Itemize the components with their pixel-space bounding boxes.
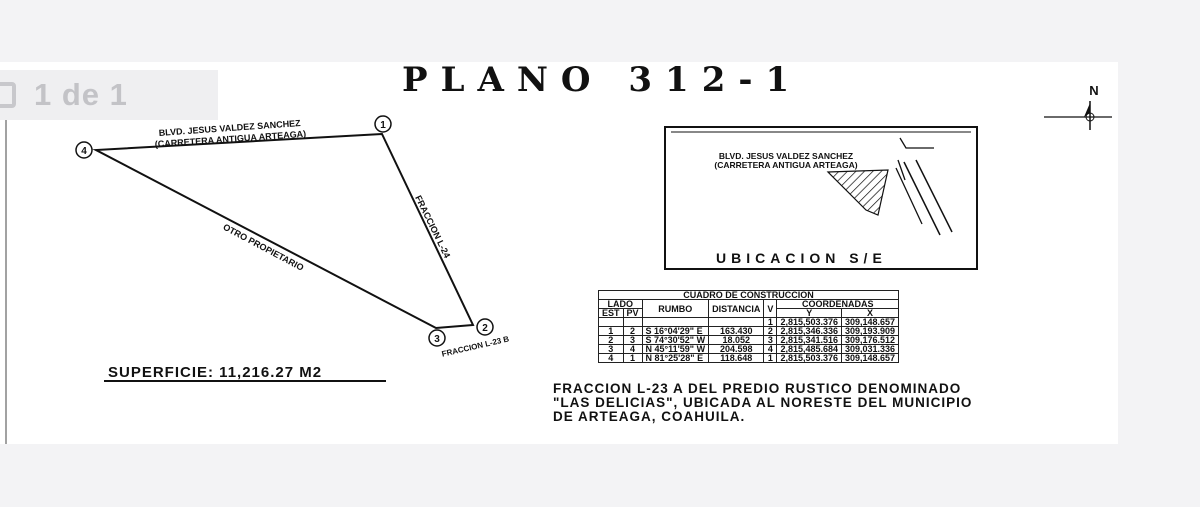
north-arrow-icon: N [1044, 83, 1112, 130]
side-label-east: FRACCION L-24 [413, 194, 452, 260]
vertex-1-label: 1 [380, 120, 386, 131]
lot-location-hatch [826, 169, 889, 216]
vertex-2-label: 2 [482, 323, 488, 334]
north-label: N [1089, 83, 1098, 98]
table-row: 4 1 N 81°25'28" E 118.648 1 2,815,503.37… [598, 353, 900, 363]
side-label-diagonal: OTRO PROPIETARIO [221, 222, 305, 273]
side-label-south: FRACCION L-23 B [441, 334, 510, 358]
vertex-4-label: 4 [81, 146, 87, 157]
surface-underline [104, 380, 386, 382]
vertex-3-marker: 3 [428, 329, 446, 347]
vertex-4-marker: 4 [75, 141, 93, 159]
construction-table: CUADRO DE CONSTRUCCION LADO RUMBO DISTAN… [597, 290, 900, 363]
vertex-2-marker: 2 [476, 318, 494, 336]
header-distancia: DISTANCIA [708, 299, 765, 318]
header-coordenadas: COORDENADAS [776, 299, 900, 309]
description-line2: "LAS DELICIAS", UBICADA AL NORESTE DEL M… [553, 395, 973, 410]
plan-title: PLANO 312-1 [402, 60, 803, 100]
table-header-row: LADO RUMBO DISTANCIA V COORDENADAS [598, 299, 900, 318]
location-road-line1: BLVD. JESUS VALDEZ SANCHEZ [719, 151, 853, 161]
header-rumbo: RUMBO [641, 299, 710, 318]
header-est: EST [598, 308, 624, 318]
lot-polygon [92, 132, 475, 330]
table-row: 2 3 S 74°30'52" W 18.052 3 2,815,341.516… [598, 335, 900, 345]
header-v: V [763, 299, 778, 318]
location-map: BLVD. JESUS VALDEZ SANCHEZ (CARRETERA AN… [664, 126, 978, 270]
location-road-line2: (CARRETERA ANTIGUA ARTEAGA) [714, 160, 857, 170]
table-subheader-row: EST PV Y X [598, 308, 900, 318]
page-icon [0, 82, 16, 108]
header-pv: PV [622, 308, 643, 318]
page-counter-text: 1 de 1 [34, 77, 128, 112]
description-line1: FRACCION L-23 A DEL PREDIO RUSTICO DENOM… [553, 381, 962, 396]
table-title: CUADRO DE CONSTRUCCION [597, 290, 900, 300]
table-title-row: CUADRO DE CONSTRUCCION [597, 290, 900, 300]
vertex-3-label: 3 [434, 334, 440, 345]
location-caption: UBICACION S/E [716, 250, 887, 266]
vertex-1-marker: 1 [374, 115, 392, 133]
description-line3: DE ARTEAGA, COAHUILA. [553, 409, 746, 424]
surface-label: SUPERFICIE: 11,216.27 M2 [108, 364, 323, 381]
page-counter[interactable]: 1 de 1 [0, 70, 218, 120]
plan-description: FRACCION L-23 A DEL PREDIO RUSTICO DENOM… [553, 382, 972, 424]
